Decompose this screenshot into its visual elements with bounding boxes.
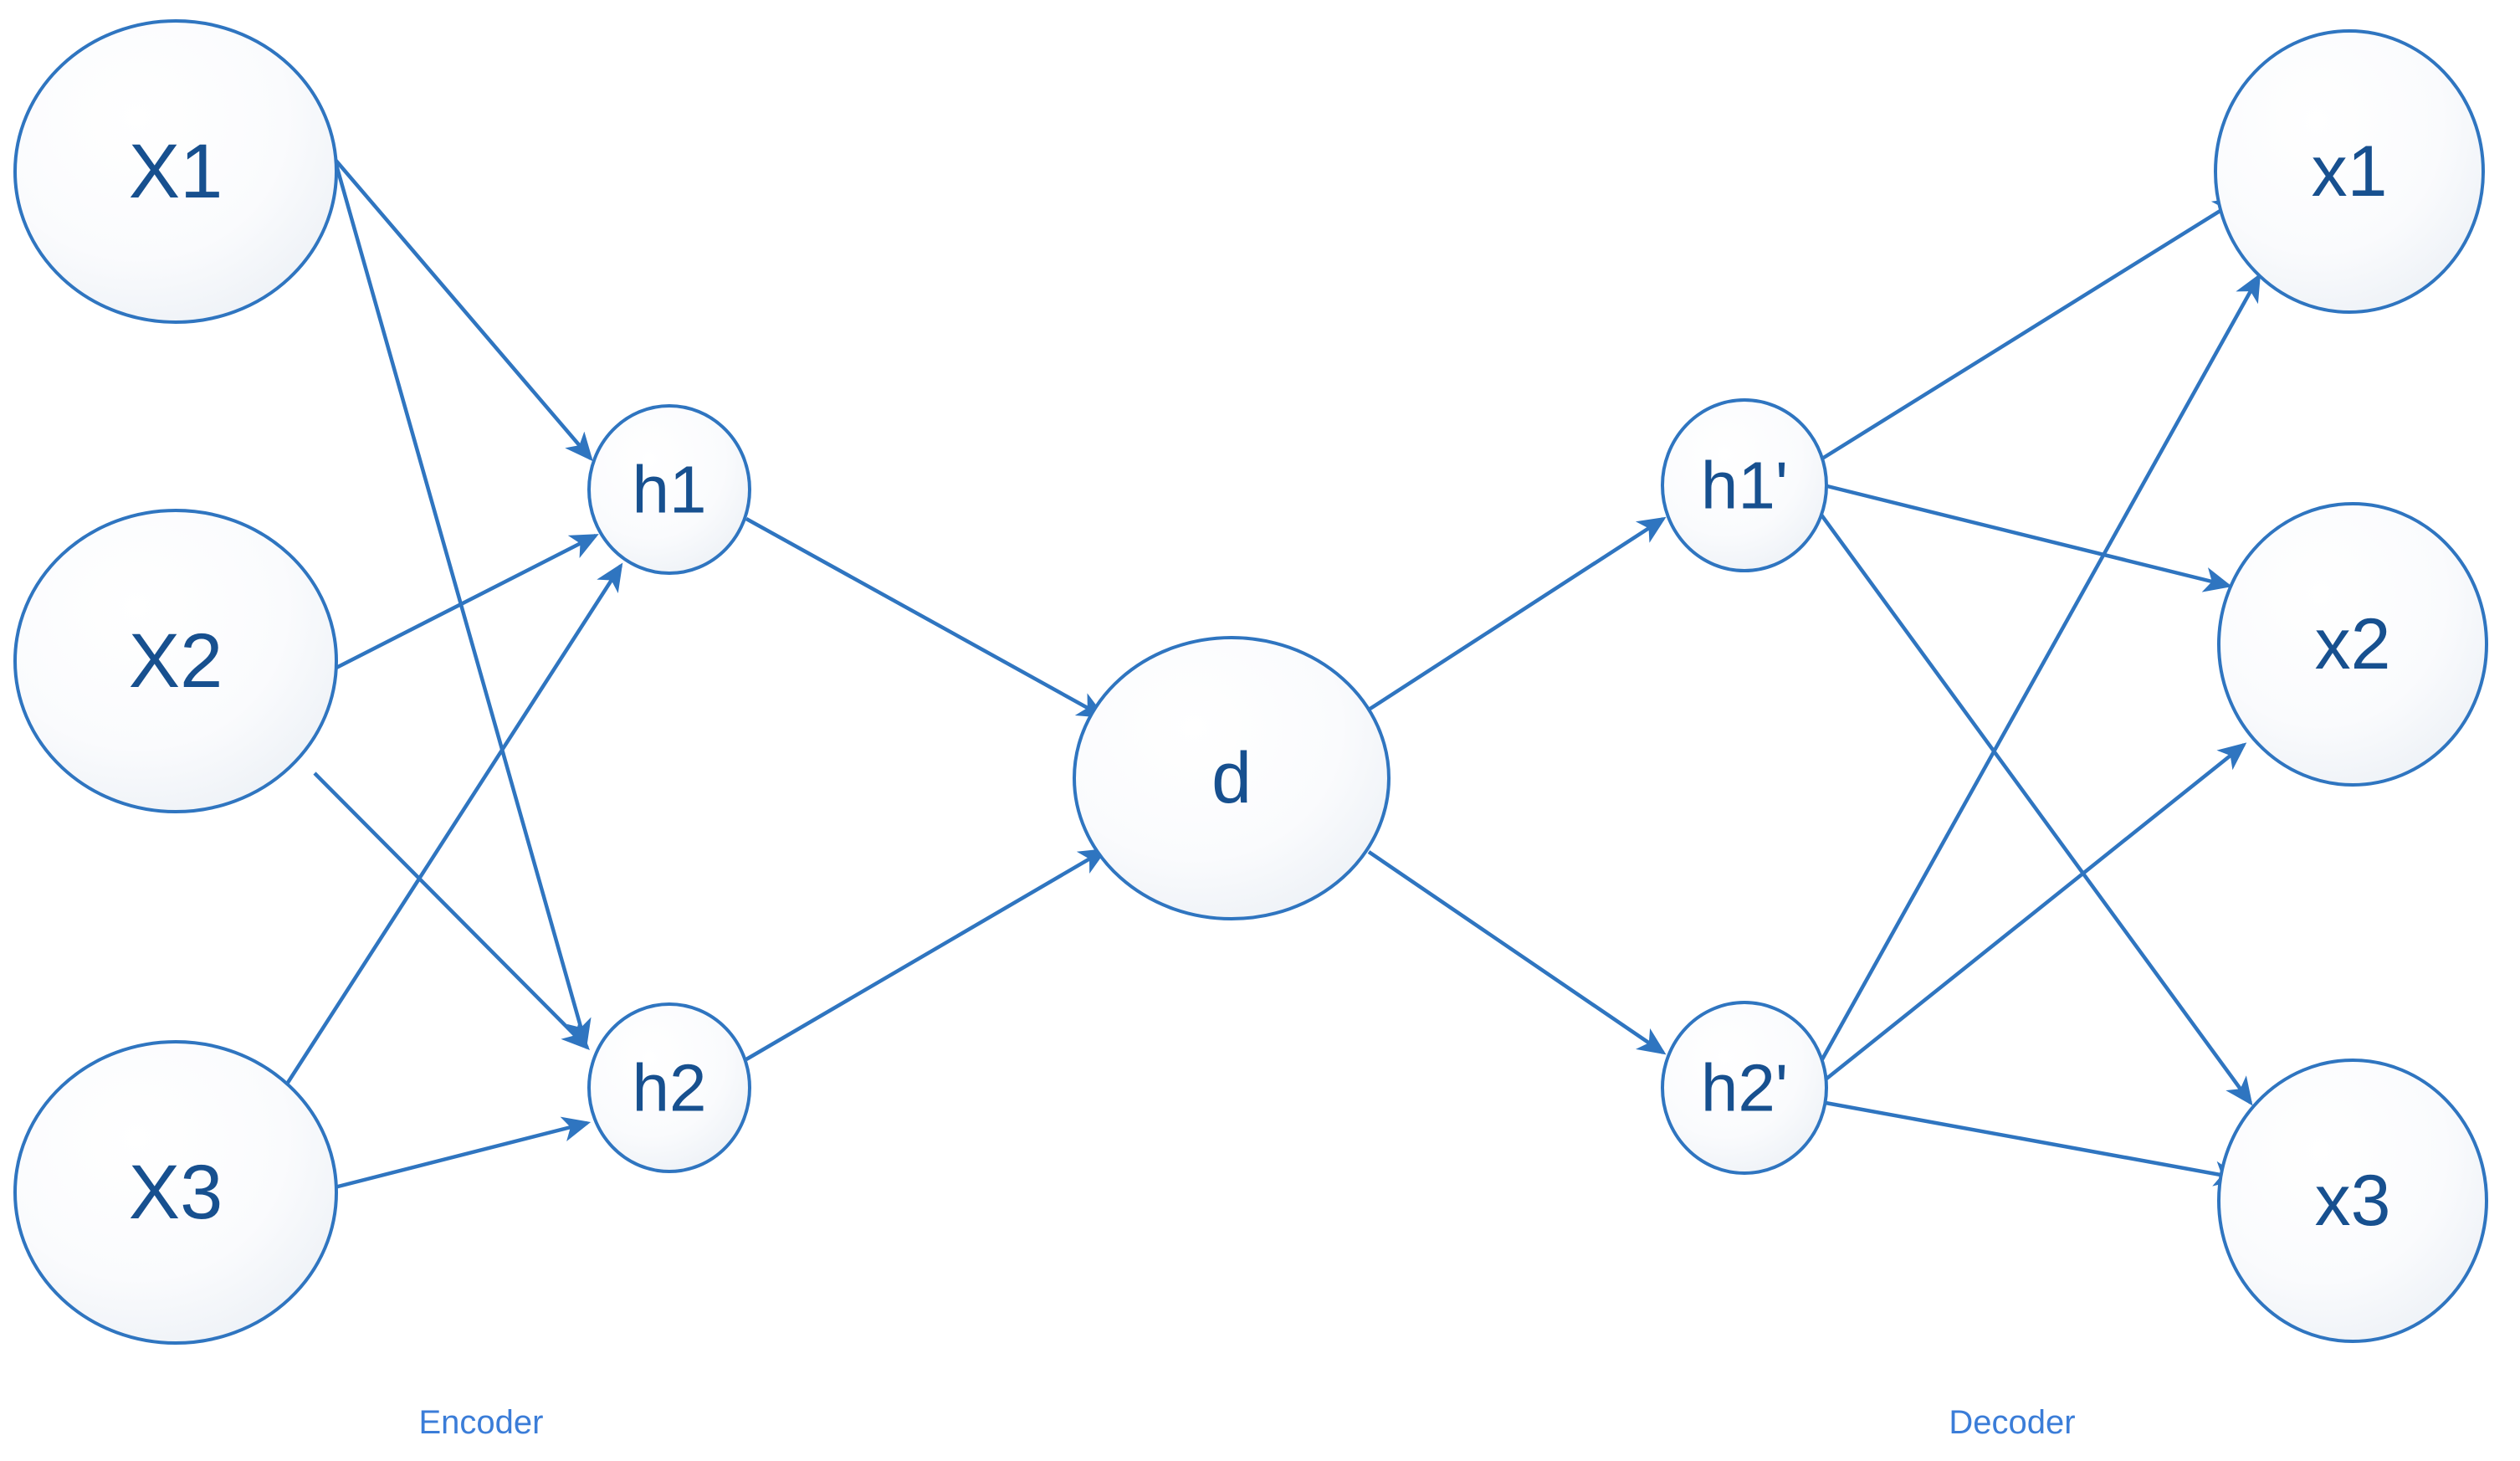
- node-label-h1: h1: [633, 453, 707, 527]
- node-shape-h1p: [1661, 398, 1828, 572]
- edge-h2p-x2: [1824, 742, 2247, 1081]
- node-X3[interactable]: X3: [13, 1040, 338, 1345]
- encoder-hidden-layer: h1 h2: [587, 404, 751, 1173]
- node-h2[interactable]: h2: [587, 1002, 751, 1173]
- edge-X2-h2: [313, 772, 590, 1050]
- edge-X3-h1: [283, 562, 623, 1089]
- node-label-x2: x2: [2315, 604, 2391, 684]
- node-shape-h2p: [1661, 1001, 1828, 1175]
- edge-h2-d: [745, 848, 1108, 1061]
- edge-X2-h1: [331, 533, 599, 672]
- node-X2[interactable]: X2: [13, 509, 338, 813]
- edge-h1p-x1: [1821, 197, 2242, 460]
- node-X1[interactable]: X1: [13, 19, 338, 324]
- node-label-h1p: h1': [1701, 449, 1788, 523]
- output-layer: x1 x2 x3: [2214, 29, 2488, 1343]
- edge-h2p-x1: [1821, 273, 2261, 1061]
- node-x3[interactable]: x3: [2217, 1059, 2488, 1343]
- node-label-X3: X3: [129, 1150, 223, 1235]
- decoder-hidden-layer: h1' h2': [1661, 398, 1828, 1175]
- node-shape-d: [1073, 636, 1391, 920]
- node-h2p[interactable]: h2': [1661, 1001, 1828, 1175]
- section-labels-group: Encoder Decoder: [419, 1404, 2076, 1441]
- node-label-x3: x3: [2315, 1161, 2391, 1241]
- node-d[interactable]: d: [1073, 636, 1391, 920]
- edges-group: [283, 157, 2261, 1191]
- node-h1p[interactable]: h1': [1661, 398, 1828, 572]
- node-x1[interactable]: x1: [2214, 29, 2485, 314]
- node-h1[interactable]: h1: [587, 404, 751, 575]
- node-shape-x3: [2217, 1059, 2488, 1343]
- node-shape-h1: [587, 404, 751, 575]
- node-x2[interactable]: x2: [2217, 502, 2488, 787]
- node-shape-X2: [13, 509, 338, 813]
- node-label-X2: X2: [129, 618, 223, 704]
- node-label-h2p: h2': [1701, 1051, 1788, 1125]
- edge-X1-h2: [332, 158, 592, 1048]
- node-label-h2: h2: [633, 1051, 707, 1125]
- node-shape-X3: [13, 1040, 338, 1345]
- latent-layer: d: [1073, 636, 1391, 920]
- node-shape-x2: [2217, 502, 2488, 787]
- node-shape-X1: [13, 19, 338, 324]
- node-label-d: d: [1211, 738, 1252, 818]
- edge-d-h2p: [1367, 850, 1667, 1055]
- node-shape-x1: [2214, 29, 2485, 314]
- section-label-encoder: Encoder: [419, 1404, 544, 1441]
- edge-X3-h2: [330, 1116, 592, 1191]
- node-label-X1: X1: [129, 129, 223, 214]
- edge-h1p-x3: [1819, 512, 2253, 1106]
- section-label-decoder: Decoder: [1949, 1404, 2075, 1441]
- edge-h1p-x2: [1823, 483, 2233, 592]
- edge-h1-d: [745, 517, 1106, 719]
- node-label-x1: x1: [2312, 131, 2388, 212]
- edge-d-h1p: [1367, 516, 1667, 711]
- edge-h2p-x3: [1825, 1100, 2243, 1187]
- edge-X1-h1: [333, 157, 593, 462]
- node-shape-h2: [587, 1002, 751, 1173]
